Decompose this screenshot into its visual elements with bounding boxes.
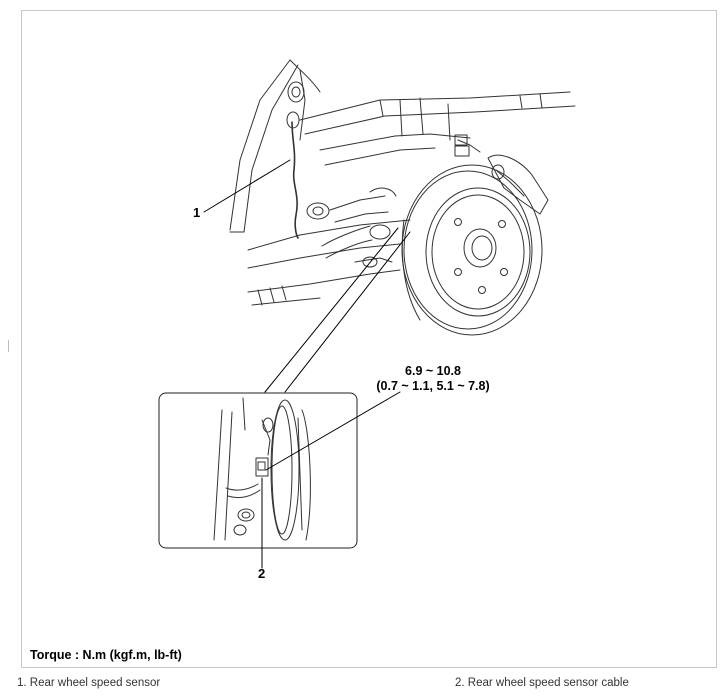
torque-unit-label: Torque : N.m (kgf.m, lb-ft) (30, 648, 182, 662)
body-panel (229, 59, 321, 233)
torque-value-alt: (0.7 ~ 1.1, 5.1 ~ 7.8) (376, 379, 490, 393)
torque-value: 6.9 ~ 10.8 (405, 364, 461, 378)
figure-frame (21, 10, 717, 668)
callout-1: 1 (193, 205, 201, 220)
callout-1-leader (203, 159, 291, 213)
edge-marker (8, 340, 9, 352)
zoom-leader-left (264, 227, 399, 393)
detail-inset-box (158, 392, 358, 549)
lower-arm (247, 219, 411, 306)
detail-inset-drawing (213, 397, 311, 541)
legend-item-1: 1. Rear wheel speed sensor (17, 677, 161, 689)
brake-caliper (454, 134, 549, 215)
knuckle (306, 187, 397, 268)
zoom-leader-right (284, 231, 411, 393)
callout-2: 2 (258, 566, 266, 581)
brake-disc (401, 164, 543, 336)
sensor-cable (286, 81, 305, 239)
legend-item-2: 2. Rear wheel speed sensor cable (455, 677, 629, 689)
torque-spec: 6.9 ~ 10.8 (0.7 ~ 1.1, 5.1 ~ 7.8) (358, 364, 508, 394)
torque-leader (265, 391, 401, 471)
frame-rail (299, 91, 576, 166)
